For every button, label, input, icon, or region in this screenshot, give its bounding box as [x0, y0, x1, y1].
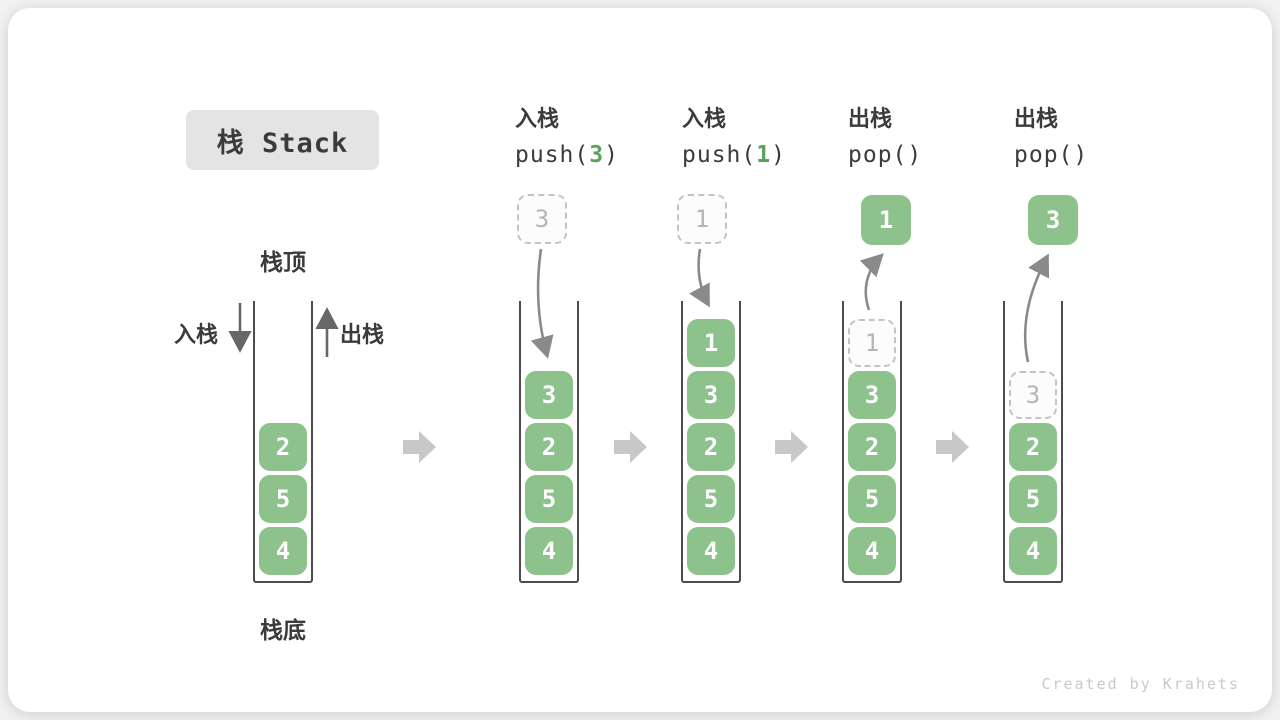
stack-cell-ghost: 3	[1009, 371, 1057, 419]
code-post: )	[1073, 142, 1089, 168]
op-code: pop()	[848, 142, 922, 168]
stack-cell: 5	[687, 475, 735, 523]
stack-cell: 4	[687, 527, 735, 575]
stack-cell: 5	[259, 475, 307, 523]
label-stack-bottom: 栈底	[260, 618, 306, 644]
op-code: push(3)	[515, 142, 619, 168]
page-title: 栈 Stack	[216, 127, 349, 159]
op-cn: 入栈	[515, 107, 560, 132]
code-pre: pop(	[1014, 142, 1074, 168]
stack-cell: 2	[848, 423, 896, 471]
watermark: Created by Krahets	[1041, 675, 1240, 693]
stack-state-4: 1 3 2 5 4	[842, 301, 902, 583]
code-num: 1	[756, 142, 772, 168]
code-post: )	[604, 142, 619, 168]
float-value-pop-1: 1	[861, 195, 911, 245]
label-stack-top: 栈顶	[260, 250, 306, 276]
op-cn: 入栈	[682, 107, 727, 132]
stack-cell: 4	[259, 527, 307, 575]
stack-cell: 5	[525, 475, 573, 523]
stack-cell: 3	[525, 371, 573, 419]
stack-cell: 4	[848, 527, 896, 575]
stack-cell: 1	[687, 319, 735, 367]
stack-cell: 4	[1009, 527, 1057, 575]
code-pre: pop(	[848, 142, 908, 168]
label-pop: 出栈	[340, 323, 385, 348]
op-label-push-1: 入栈 push(1)	[682, 107, 786, 168]
code-post: )	[907, 142, 923, 168]
stack-cell: 2	[1009, 423, 1057, 471]
title-badge: 栈 Stack	[186, 110, 379, 170]
stack-cell: 3	[848, 371, 896, 419]
stack-state-3: 1 3 2 5 4	[681, 301, 741, 583]
float-value-pop-3: 3	[1028, 195, 1078, 245]
code-pre: push(	[682, 142, 757, 168]
stack-state-2: 3 2 5 4	[519, 301, 579, 583]
label-push: 入栈	[174, 323, 219, 348]
op-code: push(1)	[682, 142, 786, 168]
op-label-pop-1: 出栈 pop()	[848, 107, 922, 168]
stack-cell-ghost: 1	[848, 319, 896, 367]
stack-cell: 3	[687, 371, 735, 419]
op-cn: 出栈	[1014, 107, 1059, 132]
stack-cell: 4	[525, 527, 573, 575]
stack-cell: 2	[259, 423, 307, 471]
op-label-pop-3: 出栈 pop()	[1014, 107, 1088, 168]
stack-state-1: 2 5 4	[253, 301, 313, 583]
stack-state-5: 3 2 5 4	[1003, 301, 1063, 583]
stack-cell: 5	[848, 475, 896, 523]
code-pre: push(	[515, 142, 590, 168]
float-value-push-1: 1	[677, 194, 727, 244]
stack-cell: 2	[687, 423, 735, 471]
op-code: pop()	[1014, 142, 1088, 168]
op-cn: 出栈	[848, 107, 893, 132]
op-label-push-3: 入栈 push(3)	[515, 107, 619, 168]
stack-cell: 2	[525, 423, 573, 471]
code-num: 3	[589, 142, 605, 168]
stack-cell: 5	[1009, 475, 1057, 523]
float-value-push-3: 3	[517, 194, 567, 244]
code-post: )	[771, 142, 786, 168]
